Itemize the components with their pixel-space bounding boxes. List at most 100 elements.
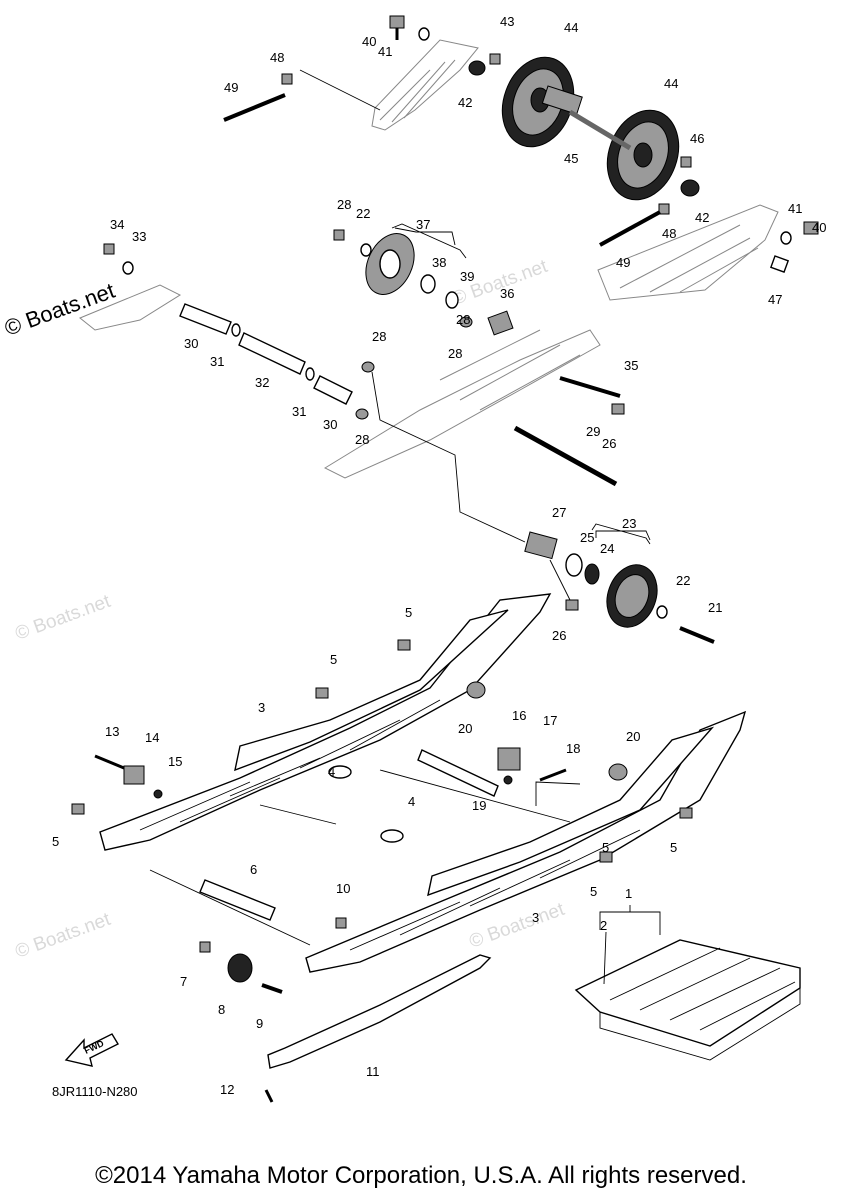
callout-label: 1 <box>625 886 632 901</box>
watermark: © Boats.net <box>13 591 114 645</box>
callout-label: 40 <box>812 220 826 235</box>
callout-label: 5 <box>590 884 597 899</box>
callout-label: 8 <box>218 1002 225 1017</box>
idler-wheel-37 <box>333 223 467 309</box>
callout-label: 33 <box>132 229 146 244</box>
callout-label: 20 <box>458 721 472 736</box>
callout-label: 38 <box>432 255 446 270</box>
callout-label: 28 <box>355 432 369 447</box>
callout-label: 49 <box>224 80 238 95</box>
callout-label: 28 <box>456 312 470 327</box>
callout-label: 26 <box>552 628 566 643</box>
fasteners-top <box>223 15 819 273</box>
callout-label: 11 <box>366 1064 380 1079</box>
cross-shafts <box>149 749 571 946</box>
callout-label: 47 <box>768 292 782 307</box>
callout-label: 17 <box>543 713 557 728</box>
callout-label: 42 <box>458 95 472 110</box>
callout-label: 23 <box>622 516 636 531</box>
callout-label: 24 <box>600 541 614 556</box>
wear-strip-11 <box>267 954 492 1069</box>
label-leaders <box>394 227 661 985</box>
rear-idler-wheel-left <box>501 56 583 148</box>
callout-label: 45 <box>564 151 578 166</box>
callout-label: 6 <box>250 862 257 877</box>
callout-label: 36 <box>500 286 514 301</box>
bracket-36 <box>487 310 514 336</box>
callout-label: 49 <box>616 255 630 270</box>
upper-rear-rail <box>371 39 779 301</box>
callout-label: 31 <box>210 354 224 369</box>
callout-label: 26 <box>602 436 616 451</box>
callout-label: 44 <box>664 76 678 91</box>
callout-label: 7 <box>180 974 187 989</box>
wheel-23-assembly <box>524 523 715 644</box>
callout-label: 3 <box>532 910 539 925</box>
callout-label: 5 <box>52 834 59 849</box>
callout-label: 5 <box>670 840 677 855</box>
callout-label: 35 <box>624 358 638 373</box>
callout-label: 41 <box>378 44 392 59</box>
callout-label: 40 <box>362 34 376 49</box>
rear-idler-wheel-right <box>606 109 680 201</box>
callout-label: 5 <box>602 840 609 855</box>
callout-label: 39 <box>460 269 474 284</box>
callout-label: 15 <box>168 754 182 769</box>
fwd-arrow: FWD <box>64 1033 119 1067</box>
callout-label: 5 <box>330 652 337 667</box>
callout-label: 25 <box>580 530 594 545</box>
callout-label: 22 <box>356 206 370 221</box>
callout-label: 3 <box>258 700 265 715</box>
slide-rail-right <box>305 710 747 973</box>
bolt-35 <box>559 376 621 398</box>
callout-label: 32 <box>255 375 269 390</box>
callout-label: 46 <box>690 131 704 146</box>
leader-lines <box>371 371 526 543</box>
callout-label: 21 <box>708 600 722 615</box>
callout-label: 9 <box>256 1016 263 1031</box>
callout-label: 14 <box>145 730 159 745</box>
callout-label: 5 <box>405 605 412 620</box>
callout-label: 19 <box>472 798 486 813</box>
callout-label: 18 <box>566 741 580 756</box>
watermark: © Boats.net <box>13 909 114 963</box>
callout-labels: 1 2 3 3 4 4 5 5 5 5 5 5 6 7 8 9 10 11 12… <box>52 14 826 1097</box>
callout-label: 31 <box>292 404 306 419</box>
callout-label: 48 <box>662 226 676 241</box>
callout-label: 30 <box>323 417 337 432</box>
callout-label: 29 <box>586 424 600 439</box>
shafts-30-32 <box>103 243 375 420</box>
callout-label: 30 <box>184 336 198 351</box>
callout-label: 42 <box>695 210 709 225</box>
callout-label: 41 <box>788 201 802 216</box>
rail-fasteners <box>71 639 693 994</box>
callout-label: 43 <box>500 14 514 29</box>
callout-label: 28 <box>372 329 386 344</box>
bolt-26-upper <box>611 403 625 415</box>
idler-axle-45 <box>568 109 632 151</box>
diagram-canvas: © Boats.net © Boats.net © Boats.net © Bo… <box>1 14 826 1103</box>
callout-label: 44 <box>564 20 578 35</box>
callout-label: 37 <box>416 217 430 232</box>
bolt-29 <box>513 425 618 487</box>
screw-12 <box>264 1089 274 1103</box>
callout-label: 34 <box>110 217 124 232</box>
copyright-notice: ©2014 Yamaha Motor Corporation, U.S.A. A… <box>95 1162 747 1189</box>
slide-rail-left <box>99 593 552 851</box>
collar-28 <box>459 316 473 328</box>
callout-label: 4 <box>408 794 415 809</box>
callout-label: 22 <box>676 573 690 588</box>
callout-label: 27 <box>552 505 566 520</box>
callout-label: 28 <box>337 197 351 212</box>
callout-label: 48 <box>270 50 284 65</box>
callout-label: 4 <box>328 764 335 779</box>
middle-rail <box>79 284 601 479</box>
callout-label: 16 <box>512 708 526 723</box>
track-section-1 <box>574 939 801 1061</box>
callout-label: 2 <box>600 918 607 933</box>
diagram-code: 8JR1110-N280 <box>52 1084 138 1099</box>
callout-label: 20 <box>626 729 640 744</box>
callout-label: 10 <box>336 881 350 896</box>
callout-label: 28 <box>448 346 462 361</box>
